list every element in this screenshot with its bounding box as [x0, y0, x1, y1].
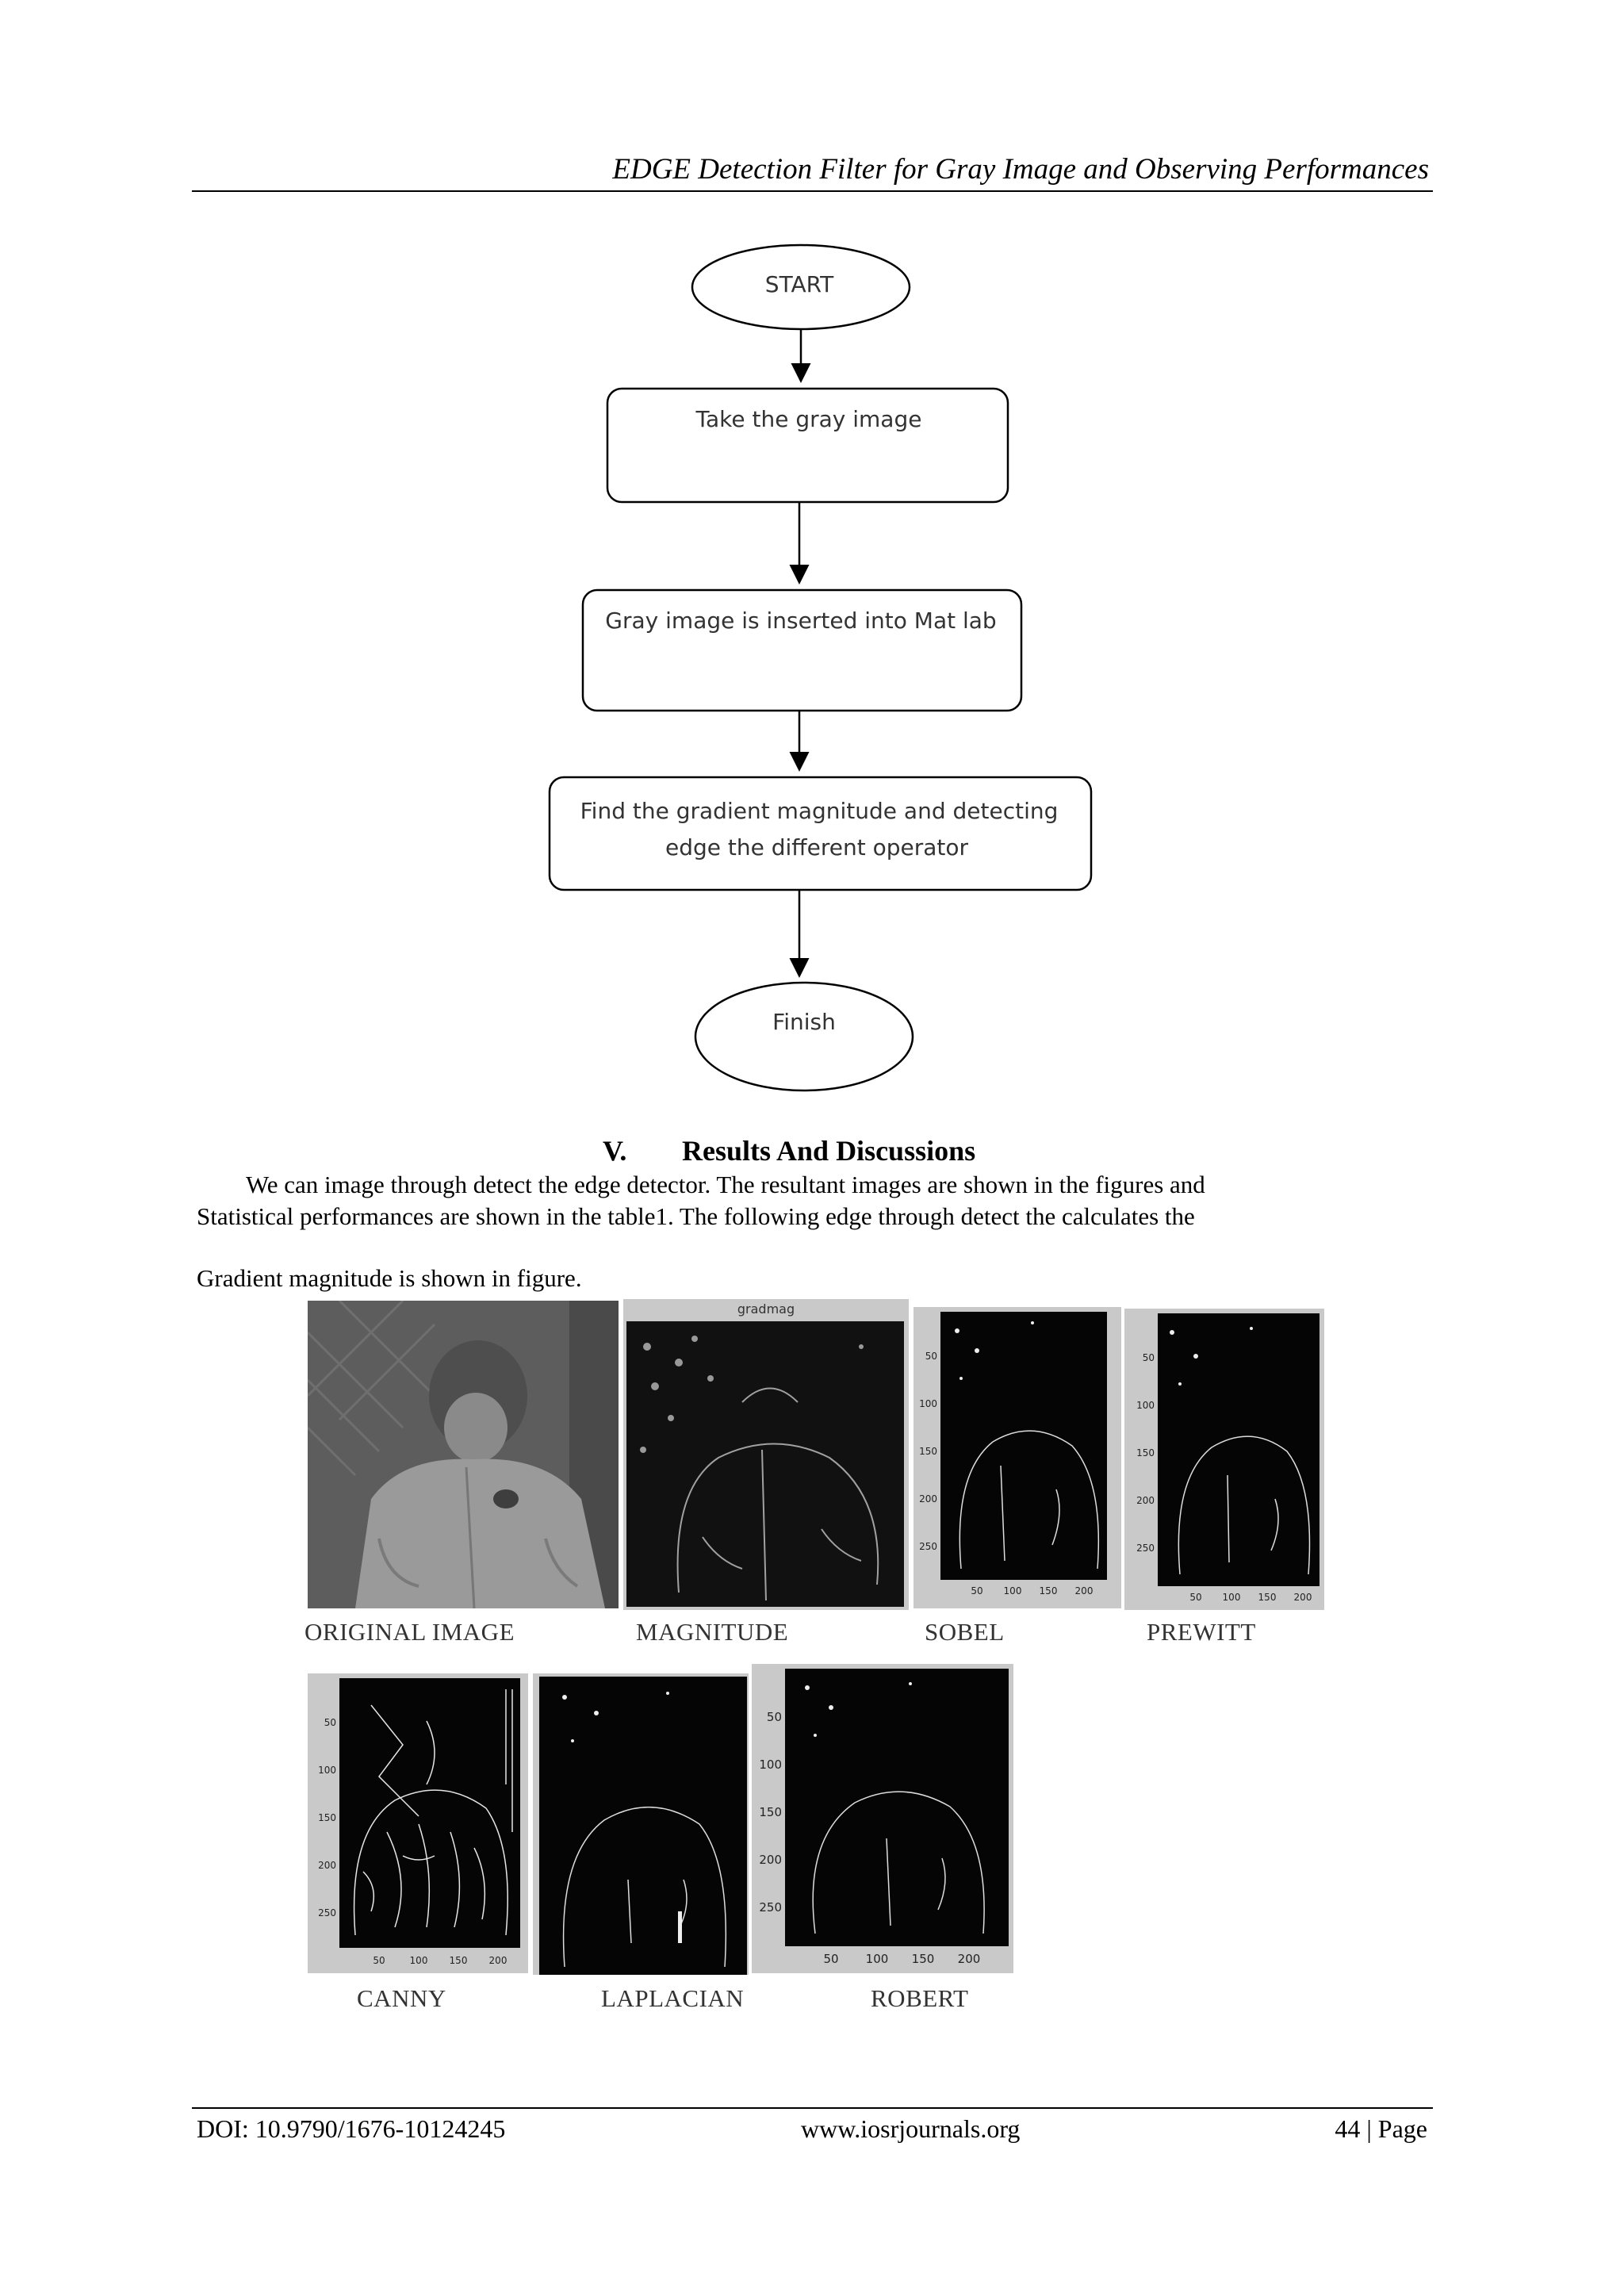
prewitt-ytick-200: 200 [1136, 1495, 1155, 1506]
robert-ytick-100: 100 [759, 1757, 782, 1772]
section-number: V. [603, 1135, 627, 1167]
prewitt-xtick-150: 150 [1258, 1592, 1277, 1603]
caption-robert: ROBERT [871, 1984, 969, 2012]
robert-xtick-200: 200 [958, 1952, 981, 1966]
running-head: EDGE Detection Filter for Gray Image and… [612, 153, 1429, 186]
sobel-xtick-200: 200 [1075, 1585, 1094, 1596]
header-rule [192, 190, 1433, 192]
step-gradient-magnitude [548, 776, 1093, 891]
sobel-xtick-150: 150 [1040, 1585, 1058, 1596]
start-label: START [765, 271, 834, 297]
step-take-gray-image [606, 387, 1009, 504]
prewitt-xtick-100: 100 [1223, 1592, 1241, 1603]
sobel-ytick-50: 50 [925, 1351, 937, 1362]
sobel-ytick-100: 100 [919, 1398, 937, 1409]
canny-ytick-150: 150 [318, 1812, 336, 1823]
footer-website: www.iosrjournals.org [801, 2114, 1021, 2143]
canny-ytick-250: 250 [318, 1907, 336, 1918]
laplacian-image [533, 1673, 749, 1975]
step-gradient-magnitude-line1: Find the gradient magnitude and detectin… [580, 798, 1059, 824]
paragraph-line-3: Gradient magnitude is shown in figure. [197, 1264, 582, 1292]
canny-ytick-50: 50 [324, 1717, 336, 1728]
canny-xtick-100: 100 [410, 1955, 428, 1966]
canny-xtick-150: 150 [450, 1955, 468, 1966]
canny-xtick-50: 50 [373, 1955, 385, 1966]
paragraph-line-2: Statistical performances are shown in th… [197, 1202, 1195, 1230]
caption-sobel: SOBEL [925, 1618, 1005, 1646]
canny-ytick-100: 100 [318, 1765, 336, 1776]
step-insert-matlab-label: Gray image is inserted into Mat lab [605, 608, 996, 634]
robert-xtick-150: 150 [912, 1952, 935, 1966]
step-gradient-magnitude-line2: edge the different operator [665, 834, 968, 861]
sobel-xtick-100: 100 [1004, 1585, 1022, 1596]
caption-original: ORIGINAL IMAGE [304, 1618, 515, 1646]
footer-doi: DOI: 10.9790/1676-10124245 [197, 2114, 506, 2143]
section-heading: V. Results And Discussions [603, 1133, 975, 1169]
robert-xtick-100: 100 [866, 1952, 889, 1966]
sobel-ytick-200: 200 [919, 1493, 937, 1504]
finish-label: Finish [772, 1009, 836, 1035]
gradmag-title: gradmag [737, 1301, 795, 1317]
caption-canny: CANNY [357, 1984, 446, 2012]
canny-ytick-200: 200 [318, 1860, 336, 1871]
prewitt-ytick-150: 150 [1136, 1447, 1155, 1458]
canny-xtick-200: 200 [489, 1955, 508, 1966]
section-title: Results And Discussions [682, 1135, 976, 1167]
paragraph-line-1: We can image through detect the edge det… [246, 1171, 1205, 1198]
step-insert-matlab [581, 588, 1023, 712]
magnitude-image: gradmag [623, 1299, 909, 1610]
caption-magnitude: MAGNITUDE [636, 1618, 789, 1646]
original-image [308, 1301, 619, 1608]
footer-rule [192, 2107, 1433, 2109]
finish-terminal [694, 981, 914, 1092]
sobel-image: 50 100 150 200 250 50 100 150 200 [914, 1307, 1121, 1608]
robert-ytick-200: 200 [759, 1853, 782, 1867]
robert-image: 50 100 150 200 250 50 100 150 200 [752, 1664, 1013, 1973]
robert-ytick-150: 150 [759, 1805, 782, 1819]
caption-prewitt: PREWITT [1147, 1618, 1256, 1646]
canny-image: 50 100 150 200 250 50 100 150 200 [308, 1673, 528, 1973]
robert-ytick-50: 50 [767, 1710, 782, 1724]
prewitt-xtick-200: 200 [1294, 1592, 1312, 1603]
robert-xtick-50: 50 [823, 1952, 838, 1966]
robert-ytick-250: 250 [759, 1900, 782, 1915]
sobel-xtick-50: 50 [971, 1585, 982, 1596]
prewitt-image: 50 100 150 200 250 50 100 150 200 [1124, 1309, 1324, 1610]
prewitt-ytick-50: 50 [1143, 1352, 1155, 1363]
prewitt-ytick-100: 100 [1136, 1400, 1155, 1411]
start-terminal [691, 243, 911, 331]
sobel-ytick-250: 250 [919, 1541, 937, 1552]
footer-page-number: 44 | Page [1335, 2114, 1427, 2143]
caption-laplacian: LAPLACIAN [601, 1984, 745, 2012]
prewitt-ytick-250: 250 [1136, 1543, 1155, 1554]
prewitt-xtick-50: 50 [1189, 1592, 1201, 1603]
sobel-ytick-150: 150 [919, 1446, 937, 1457]
step-take-gray-image-label: Take the gray image [695, 406, 922, 432]
